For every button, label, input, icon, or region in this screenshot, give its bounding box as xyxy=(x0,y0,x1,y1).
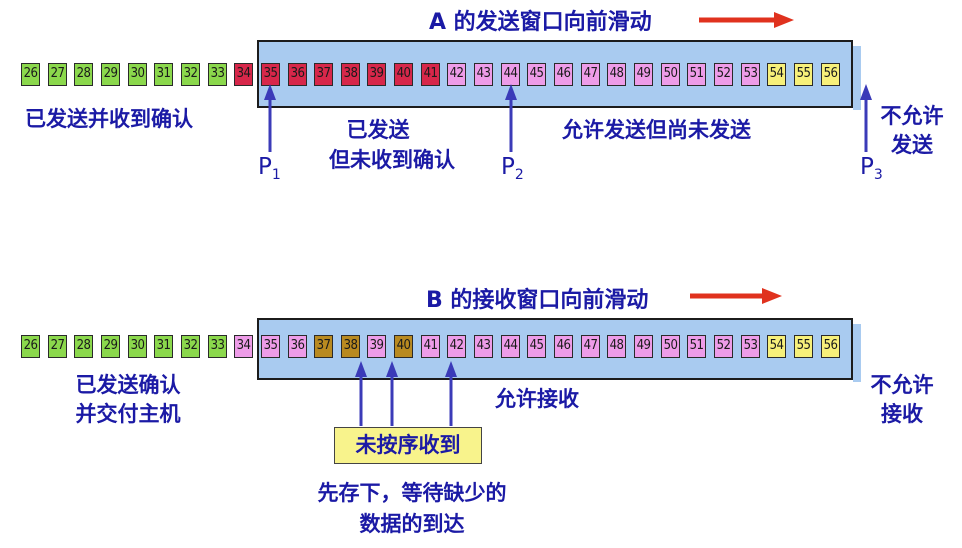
sender-seq-37: 37 xyxy=(314,63,333,86)
receiver-seq-30: 30 xyxy=(128,335,147,358)
sender-label-not-allowed-2: 发送 xyxy=(891,133,933,157)
sender-seq-45: 45 xyxy=(527,63,546,86)
sender-seq-41: 41 xyxy=(421,63,440,86)
receiver-seq-46: 46 xyxy=(554,335,573,358)
receiver-label-delivered-1: 已发送确认 xyxy=(75,373,181,397)
sender-seq-52: 52 xyxy=(714,63,733,86)
sender-seq-38: 38 xyxy=(341,63,360,86)
receiver-seq-50: 50 xyxy=(661,335,680,358)
receiver-seq-28: 28 xyxy=(74,335,93,358)
sender-seq-33: 33 xyxy=(208,63,227,86)
sender-seq-42: 42 xyxy=(447,63,466,86)
sender-label-allowed: 允许发送但尚未发送 xyxy=(562,118,751,142)
sender-window-shade xyxy=(853,46,861,110)
sender-label-sent-unacked-2: 但未收到确认 xyxy=(329,148,455,172)
sender-seq-40: 40 xyxy=(394,63,413,86)
receiver-seq-49: 49 xyxy=(634,335,653,358)
sender-label-sent-acked: 已发送并收到确认 xyxy=(25,107,193,131)
receiver-seq-55: 55 xyxy=(794,335,813,358)
sender-seq-34: 34 xyxy=(234,63,253,86)
receiver-seq-52: 52 xyxy=(714,335,733,358)
receiver-seq-38: 38 xyxy=(341,335,360,358)
sender-seq-39: 39 xyxy=(367,63,386,86)
sender-seq-29: 29 xyxy=(101,63,120,86)
sender-seq-49: 49 xyxy=(634,63,653,86)
note-line-1: 先存下，等待缺少的 xyxy=(317,481,507,505)
out-of-order-arrow-40 xyxy=(445,361,457,426)
receiver-seq-27: 27 xyxy=(48,335,67,358)
sender-seq-36: 36 xyxy=(288,63,307,86)
receiver-seq-54: 54 xyxy=(767,335,786,358)
receiver-seq-53: 53 xyxy=(741,335,760,358)
receiver-window-shade xyxy=(853,324,861,382)
receiver-seq-35: 35 xyxy=(261,335,280,358)
sender-seq-56: 56 xyxy=(821,63,840,86)
note-line-2: 数据的到达 xyxy=(359,512,465,536)
sender-seq-53: 53 xyxy=(741,63,760,86)
sender-seq-26: 26 xyxy=(21,63,40,86)
receiver-seq-40: 40 xyxy=(394,335,413,358)
receiver-label-delivered-2: 并交付主机 xyxy=(75,402,181,426)
sender-seq-48: 48 xyxy=(607,63,626,86)
sender-seq-43: 43 xyxy=(474,63,493,86)
receiver-slide-arrow xyxy=(690,288,782,304)
sender-slide-arrow xyxy=(699,12,794,28)
sender-label-not-allowed-1: 不允许 xyxy=(880,104,944,128)
sender-seq-54: 54 xyxy=(767,63,786,86)
receiver-seq-44: 44 xyxy=(501,335,520,358)
out-of-order-arrow-37 xyxy=(355,361,367,426)
receiver-label-not-allowed-1: 不允许 xyxy=(870,373,934,397)
receiver-seq-47: 47 xyxy=(581,335,600,358)
sender-label-sent-unacked-1: 已发送 xyxy=(346,118,410,142)
sender-seq-46: 46 xyxy=(554,63,573,86)
sender-seq-32: 32 xyxy=(181,63,200,86)
receiver-seq-39: 39 xyxy=(367,335,386,358)
pointer-arrow-p3 xyxy=(860,84,872,152)
sender-seq-28: 28 xyxy=(74,63,93,86)
pointer-p2: P2 xyxy=(501,154,524,183)
sender-title: A 的发送窗口向前滑动 xyxy=(429,10,652,35)
pointer-arrow-p1 xyxy=(264,84,276,152)
receiver-seq-31: 31 xyxy=(154,335,173,358)
receiver-seq-33: 33 xyxy=(208,335,227,358)
sender-seq-31: 31 xyxy=(154,63,173,86)
sender-seq-44: 44 xyxy=(501,63,520,86)
receiver-title: B 的接收窗口向前滑动 xyxy=(426,288,649,313)
receiver-seq-43: 43 xyxy=(474,335,493,358)
receiver-label-not-allowed-2: 接收 xyxy=(881,402,923,426)
receiver-seq-56: 56 xyxy=(821,335,840,358)
receiver-seq-51: 51 xyxy=(687,335,706,358)
sender-seq-27: 27 xyxy=(48,63,67,86)
sender-seq-55: 55 xyxy=(794,63,813,86)
receiver-seq-36: 36 xyxy=(288,335,307,358)
receiver-seq-37: 37 xyxy=(314,335,333,358)
sender-seq-50: 50 xyxy=(661,63,680,86)
receiver-seq-45: 45 xyxy=(527,335,546,358)
receiver-seq-26: 26 xyxy=(21,335,40,358)
receiver-seq-29: 29 xyxy=(101,335,120,358)
pointer-arrow-p2 xyxy=(505,84,517,152)
out-of-order-arrow-38 xyxy=(386,361,398,426)
receiver-seq-41: 41 xyxy=(421,335,440,358)
receiver-label-allowed: 允许接收 xyxy=(495,387,579,411)
sender-seq-30: 30 xyxy=(128,63,147,86)
receiver-seq-34: 34 xyxy=(234,335,253,358)
out-of-order-box: 未按序收到 xyxy=(334,427,482,464)
receiver-seq-48: 48 xyxy=(607,335,626,358)
sender-seq-47: 47 xyxy=(581,63,600,86)
pointer-p3: P3 xyxy=(860,154,883,183)
receiver-seq-42: 42 xyxy=(447,335,466,358)
sender-seq-51: 51 xyxy=(687,63,706,86)
receiver-seq-32: 32 xyxy=(181,335,200,358)
pointer-p1: P1 xyxy=(258,154,281,183)
